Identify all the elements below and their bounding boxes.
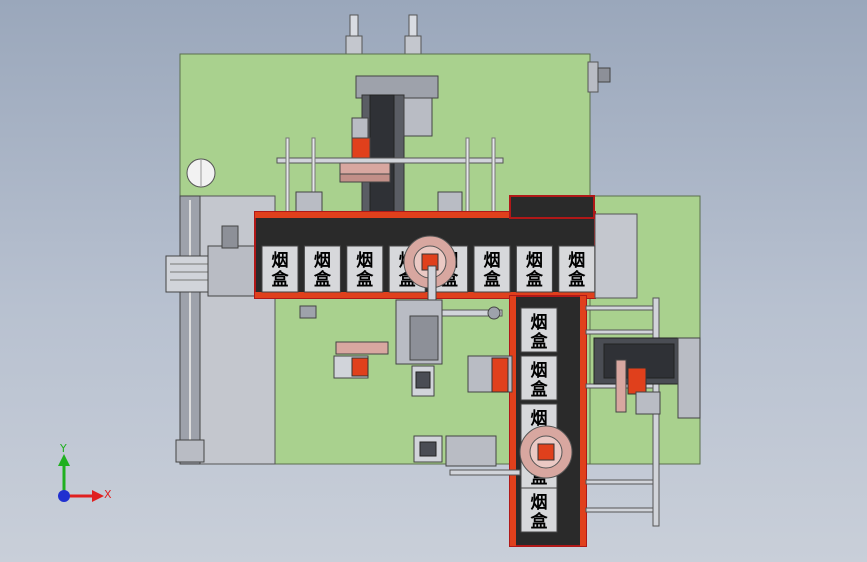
box-face	[520, 307, 558, 353]
horizontal-box-2: 烟盒	[303, 245, 341, 293]
box-face	[261, 245, 299, 293]
box-label-char: 烟	[531, 312, 548, 333]
box-face	[515, 245, 553, 293]
horizontal-box-8: 烟盒	[558, 245, 596, 293]
box-label-char: 盒	[525, 269, 544, 290]
box-label-char: 盒	[567, 269, 586, 290]
box-face	[520, 355, 558, 401]
box-face	[558, 245, 596, 293]
triad-x-label: X	[104, 488, 112, 501]
right-push-frame	[585, 297, 701, 527]
box-label-char: 盒	[483, 269, 502, 290]
box-label-char: 烟	[272, 250, 289, 271]
box-label-char: 盒	[530, 379, 549, 400]
vertical-box-5: 烟盒	[520, 487, 558, 533]
box-label-char: 烟	[568, 250, 585, 271]
horizontal-box-7: 烟盒	[515, 245, 553, 293]
triad-y-label: Y	[59, 442, 67, 455]
horizontal-box-1: 烟盒	[261, 245, 299, 293]
upper-disc-roller	[403, 235, 457, 307]
box-label-char: 盒	[530, 511, 549, 532]
knob	[186, 158, 216, 188]
box-label-char: 烟	[526, 250, 543, 271]
vertical-box-1: 烟盒	[520, 307, 558, 353]
central-linkage	[299, 299, 521, 476]
box-label-char: 盒	[313, 269, 332, 290]
box-face	[520, 487, 558, 533]
box-label-char: 盒	[530, 331, 549, 352]
coordinate-triad: Y X	[58, 442, 112, 502]
top-guide-posts	[345, 14, 422, 55]
box-face	[346, 245, 384, 293]
box-label-char: 烟	[356, 250, 373, 271]
side-clamp	[587, 61, 611, 93]
horizontal-conveyor-boxes: 烟盒烟盒烟盒烟盒烟盒烟盒烟盒烟盒	[261, 245, 596, 293]
box-face	[303, 245, 341, 293]
box-label-char: 烟	[484, 250, 501, 271]
box-label-char: 烟	[531, 360, 548, 381]
box-label-char: 盒	[271, 269, 290, 290]
vertical-box-2: 烟盒	[520, 355, 558, 401]
lower-disc-roller	[519, 425, 573, 479]
box-label-char: 烟	[314, 250, 331, 271]
box-label-char: 烟	[531, 492, 548, 513]
box-label-char: 盒	[355, 269, 374, 290]
horizontal-box-3: 烟盒	[346, 245, 384, 293]
box-label-char: 烟	[531, 408, 548, 429]
horizontal-box-6: 烟盒	[473, 245, 511, 293]
box-face	[473, 245, 511, 293]
